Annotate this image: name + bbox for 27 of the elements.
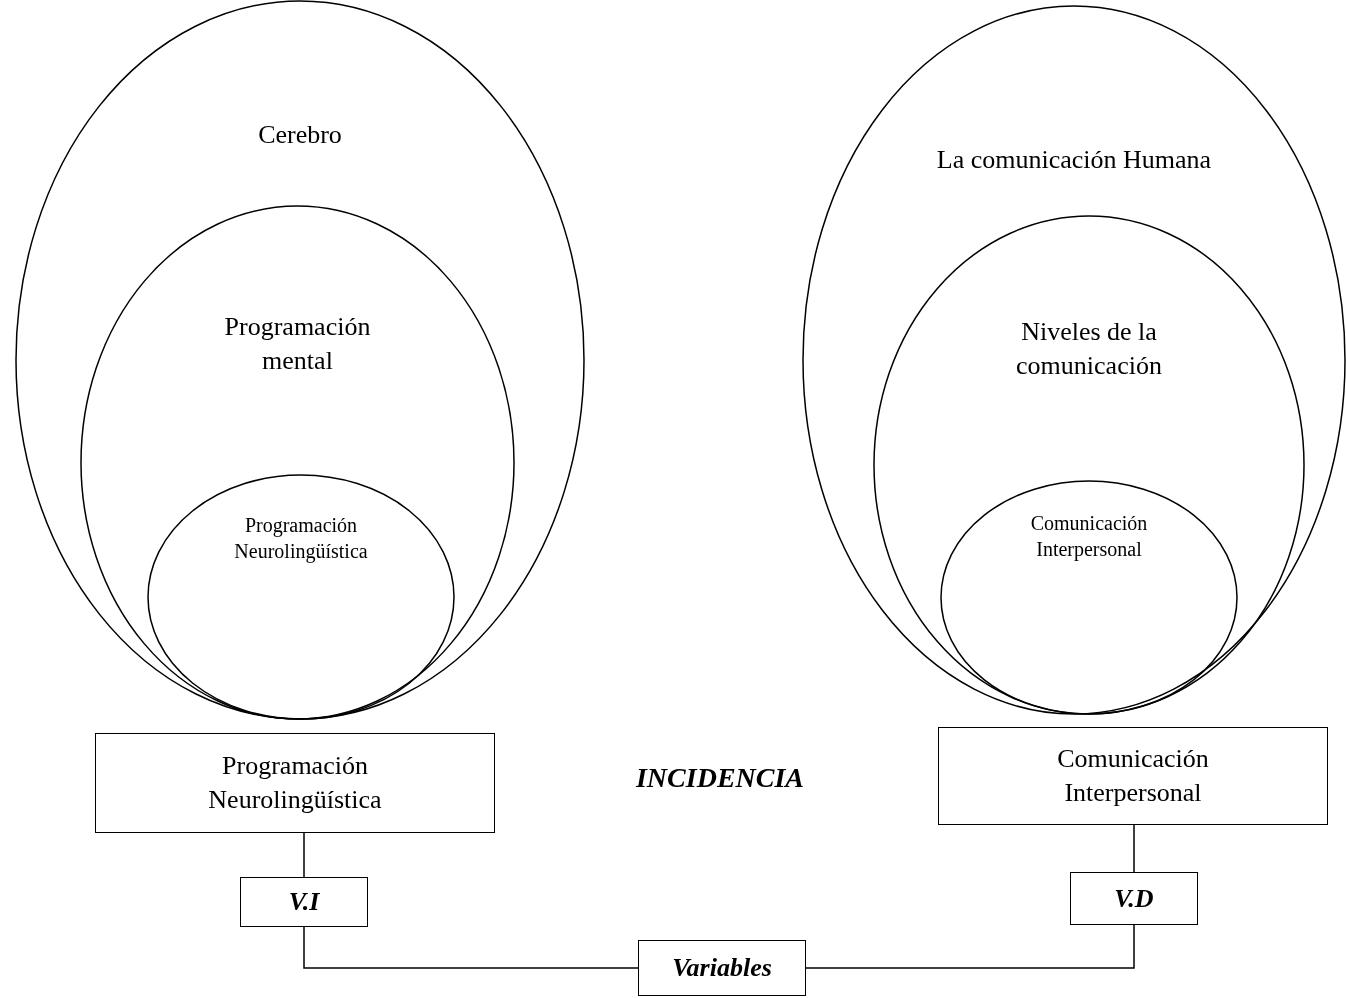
connector-line [303,926,639,969]
node-label: Programación mental [223,311,372,377]
ellipse-node [802,5,1346,715]
variable-box [95,733,495,833]
variable-box [938,727,1328,825]
node-label: Cerebro [258,119,342,151]
connector-line [805,924,1135,969]
ellipse-node [147,474,455,720]
node-label: Comunicación Interpersonal [1029,511,1149,562]
ellipse-node [873,215,1305,715]
node-label: Programación Neurolingüística [233,513,369,564]
box-label: V.D [1113,882,1155,915]
ellipse-node [15,0,585,720]
ellipse-node [80,205,515,720]
variable-box [240,877,368,927]
ellipse-node [940,480,1238,715]
box-label: Programación Neurolingüística [207,750,383,816]
node-label: Niveles de la comunicación [1015,316,1163,382]
node-label: La comunicación Humana [936,144,1212,176]
connector-line [1133,824,1135,873]
box-label: Comunicación Interpersonal [1056,743,1210,809]
variable-box [1070,872,1198,925]
annotation-text: INCIDENCIA [634,762,806,794]
box-label: V.I [287,886,321,919]
box-label: Variables [671,952,773,985]
connector-line [303,832,305,878]
variable-box [638,940,806,996]
